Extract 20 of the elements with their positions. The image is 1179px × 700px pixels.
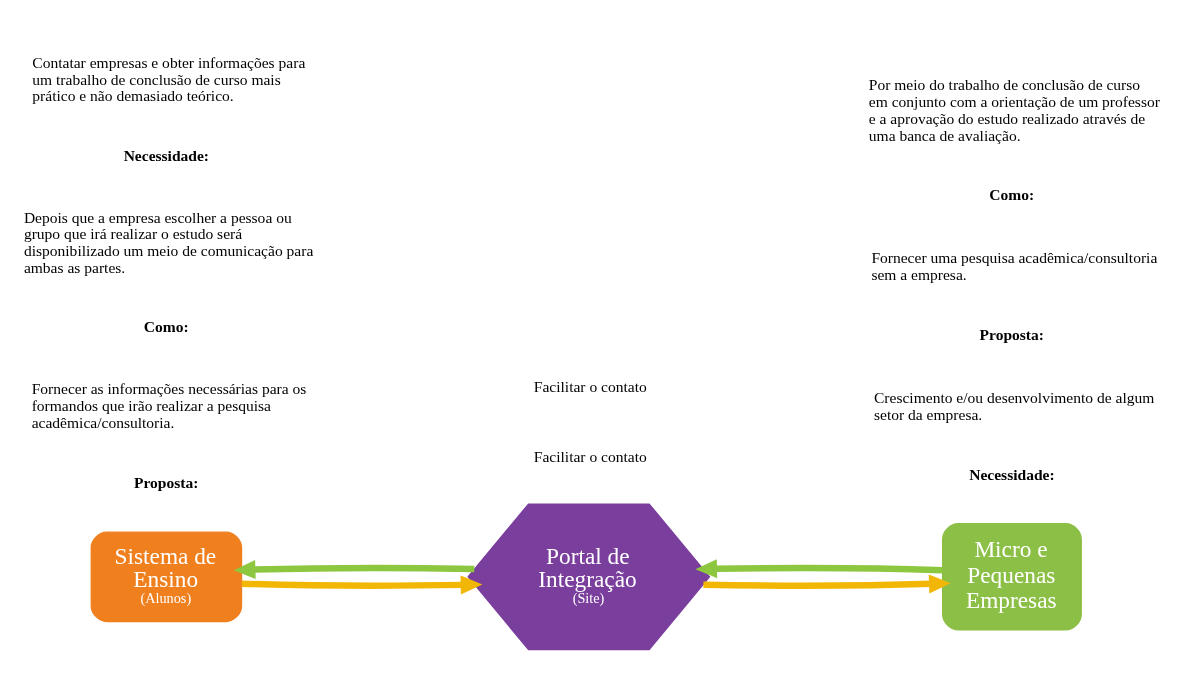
arrow <box>695 559 943 579</box>
label: Necessidade: <box>123 147 210 165</box>
arrow <box>241 575 483 595</box>
label: Como: <box>989 185 1035 203</box>
node-box: Sistema de Ensino (Alunos) <box>90 531 243 623</box>
label: Fornecer as informações necessárias para os formandos que irão realizar a pesquisa acadêmica/consultoria. <box>31 380 307 431</box>
label: Por meio do trabalho de conclusão de curso em conjunto com a orientação de um professor e a aprovação do estudo realizado através de uma banca de avaliação. <box>868 76 1160 144</box>
label: Proposta: <box>134 473 199 491</box>
label: Fornecer uma pesquisa acadêmica/consultoria sem a empresa. <box>871 248 1158 283</box>
node-box: Micro e Pequenas Empresas <box>942 523 1082 631</box>
label: Como: <box>143 318 189 336</box>
label: Facilitar o contato <box>533 377 647 395</box>
label: Crescimento e/ou desenvolvimento de algum setor da empresa. <box>873 388 1155 423</box>
arrow <box>703 574 951 594</box>
label: Facilitar o contato <box>533 447 647 465</box>
label: Depois que a empresa escolher a pessoa ou grupo que irá realizar o estudo será disponibilizado um meio de comunicação para ambas as partes. <box>23 208 314 277</box>
label: Contatar empresas e obter informações para um trabalho de conclusão de curso mais prático e não demasiado teórico. <box>32 53 306 105</box>
label: Proposta: <box>979 325 1044 343</box>
label: Necessidade: <box>969 465 1055 483</box>
arrow <box>233 560 475 580</box>
